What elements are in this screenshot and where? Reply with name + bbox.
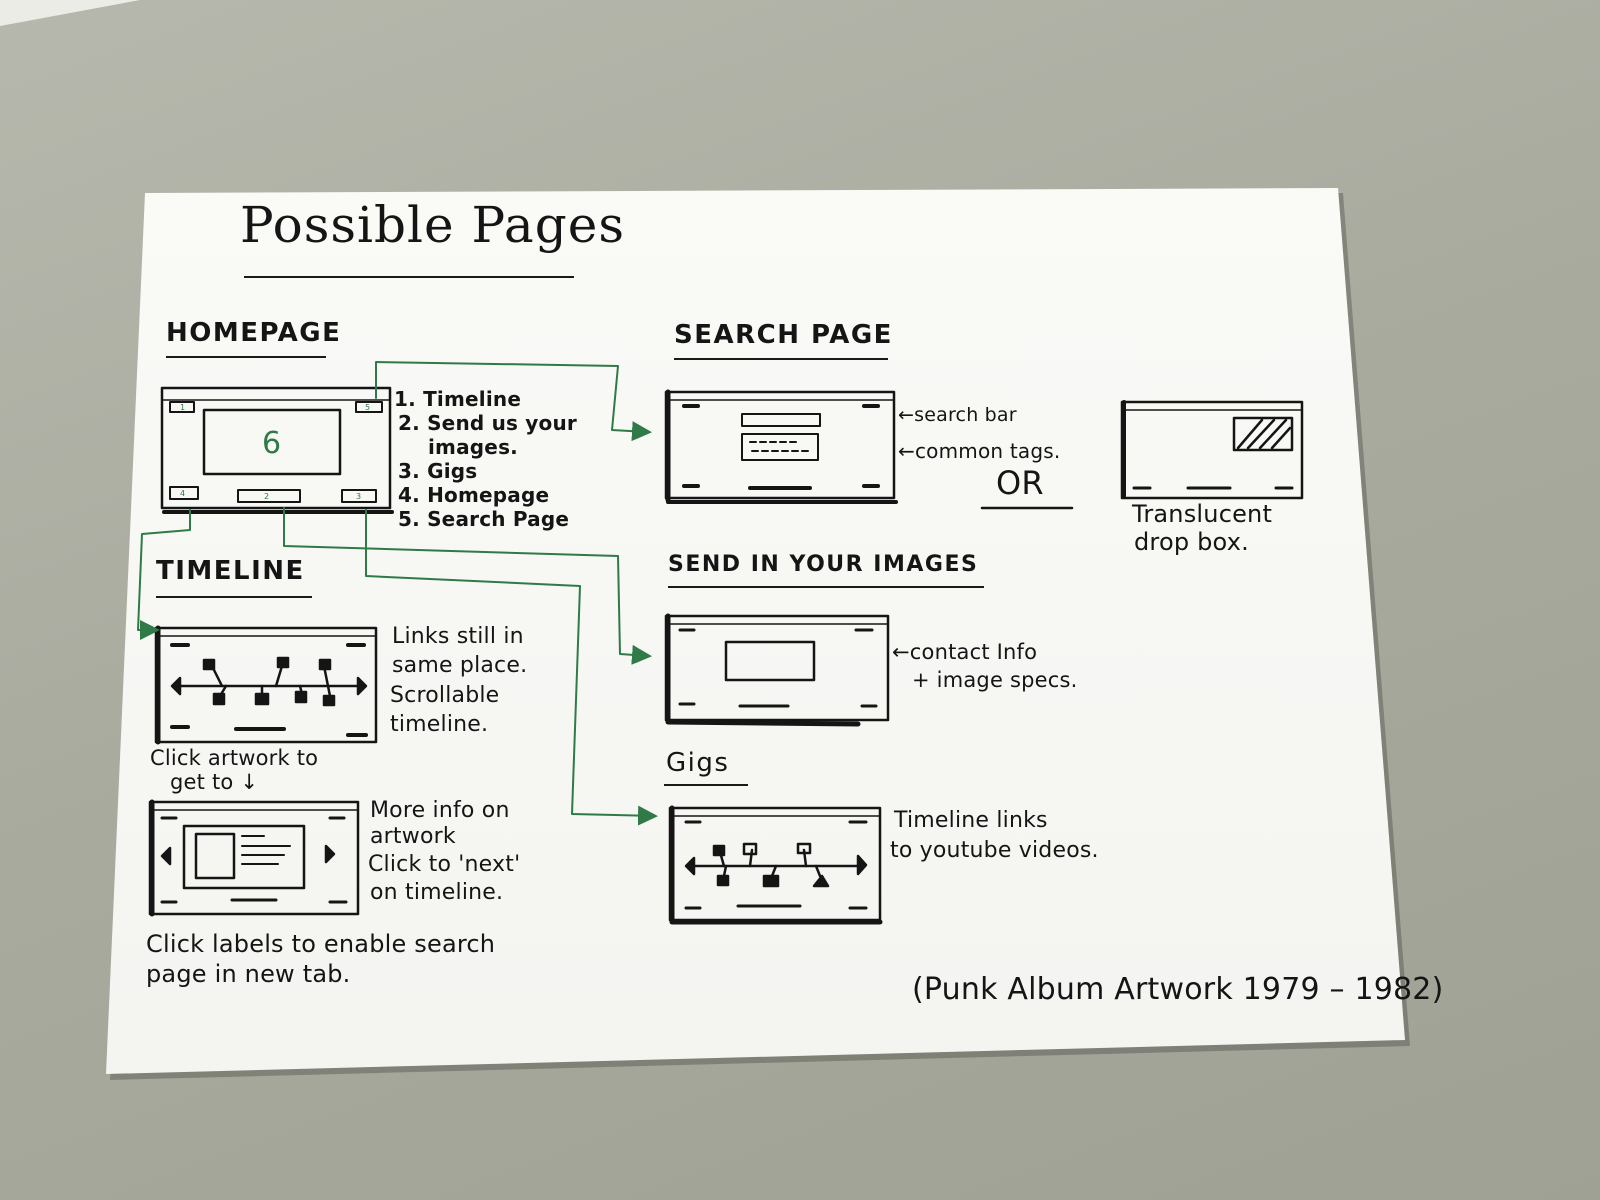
search-page-heading: SEARCH PAGE [674, 320, 893, 350]
homepage-button-label-3: 3 [356, 492, 362, 501]
click-labels-note-line1: Click labels to enable search [146, 930, 496, 958]
send-images-heading-underline [668, 586, 984, 588]
connector-arrows [137, 361, 658, 826]
page-title: Possible Pages [240, 196, 625, 254]
homepage-button-label-2: 2 [264, 492, 270, 501]
homepage-button-label-4: 4 [180, 489, 186, 498]
gigs-note-line1: Timeline links [894, 808, 1048, 833]
timeline-note-line1: Links still in [392, 624, 524, 649]
footer-caption: (Punk Album Artwork 1979 – 1982) [912, 972, 1444, 1007]
click-artwork-note-line2: get to ↓ [170, 770, 259, 794]
timeline-note-line4: timeline. [390, 712, 489, 737]
artwork-detail-wireframe [148, 799, 360, 917]
homepage-main-label: 6 [262, 426, 282, 461]
homepage-heading-underline [166, 356, 326, 358]
link-item-gigs: 3. Gigs [398, 459, 478, 483]
arrow-home-to-timeline [137, 509, 191, 640]
gigs-wireframe [668, 805, 883, 925]
link-item-send-images: 2. Send us your [398, 411, 577, 435]
more-info-note-line4: on timeline. [370, 880, 504, 905]
common-tags-note: ←common tags. [898, 439, 1061, 463]
more-info-note-line2: artwork [370, 824, 456, 849]
title-underline [244, 276, 574, 278]
more-info-note-line3: Click to 'next' [368, 852, 521, 877]
timeline-wireframe [154, 625, 378, 745]
homepage-heading: HOMEPAGE [166, 318, 342, 348]
search-page-wireframe [664, 389, 898, 504]
arrow-home-to-search [375, 361, 652, 442]
arrow-home-to-send-images [283, 507, 652, 665]
timeline-heading: TIMELINE [156, 556, 305, 586]
timeline-note-line2: same place. [392, 653, 528, 678]
contact-info-note-line1: ←contact Info [892, 640, 1038, 664]
arrow-home-to-gigs [365, 509, 658, 826]
timeline-note-line3: Scrollable [390, 683, 500, 708]
or-label: OR [996, 464, 1044, 502]
timeline-heading-underline [156, 596, 312, 598]
gigs-note-line2: to youtube videos. [890, 838, 1099, 863]
translucent-note-line1: Translucent [1132, 500, 1273, 528]
more-info-note-line1: More info on [370, 798, 510, 823]
click-artwork-note-line1: Click artwork to [150, 746, 319, 770]
link-item-homepage: 4. Homepage [398, 483, 550, 507]
homepage-button-label-5: 5 [365, 403, 371, 412]
translucent-note-line2: drop box. [1134, 528, 1249, 556]
search-bar-note: ←search bar [898, 404, 1017, 426]
link-item-search-page: 5. Search Page [398, 507, 570, 531]
search-page-heading-underline [674, 358, 888, 360]
send-images-wireframe [664, 613, 890, 727]
contact-info-note-line2: + image specs. [912, 668, 1078, 692]
homepage-button-label-1: 1 [180, 403, 186, 412]
dropbox-wireframe [1120, 400, 1304, 500]
gigs-heading: Gigs [666, 748, 730, 778]
link-item-timeline: 1. Timeline [394, 387, 522, 411]
link-item-send-images-cont: images. [428, 435, 518, 459]
click-labels-note-line2: page in new tab. [146, 960, 351, 988]
gigs-heading-underline [664, 784, 748, 786]
homepage-wireframe [160, 386, 394, 514]
send-images-heading: SEND IN YOUR IMAGES [668, 552, 979, 577]
